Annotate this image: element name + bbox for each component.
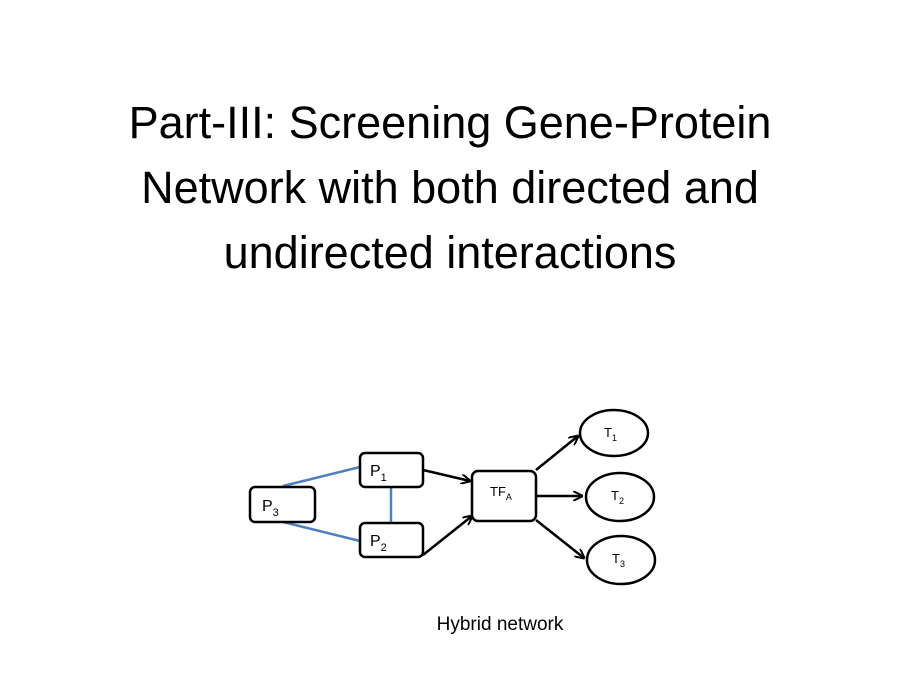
node-p1: P1 [358, 451, 425, 489]
svg-text:P3: P3 [262, 498, 279, 519]
node-p1-sub: 1 [381, 472, 387, 484]
svg-text:TFA: TFA [490, 484, 512, 502]
node-p2: P2 [358, 521, 425, 559]
node-p3-label: P [262, 498, 273, 515]
node-t2-sub: 2 [619, 496, 624, 506]
node-p3-sub: 3 [273, 507, 279, 519]
edge-tfa-t3 [535, 519, 584, 558]
edge-p2-tfa [422, 516, 472, 556]
node-t1: T1 [578, 408, 650, 458]
node-p1-label: P [370, 463, 381, 480]
diagram-caption: Hybrid network [436, 614, 564, 635]
svg-text:T3: T3 [612, 551, 625, 569]
svg-text:T2: T2 [611, 488, 624, 506]
title-line-3: undirected interactions [223, 227, 677, 278]
edge-p3-p2 [282, 520, 361, 543]
title-line-1: Part-III: Screening Gene-Protein [128, 97, 772, 148]
node-p2-label: P [370, 533, 381, 550]
svg-text:P1: P1 [370, 463, 387, 484]
node-t2: T2 [584, 471, 656, 523]
svg-text:T1: T1 [604, 425, 617, 443]
node-tfa-sub: A [506, 492, 512, 502]
edge-p3-p1 [282, 465, 361, 488]
edge-tfa-t1 [535, 436, 578, 471]
node-p2-sub: 2 [381, 542, 387, 554]
node-t3-sub: 3 [620, 559, 625, 569]
node-t1-label: T [604, 425, 612, 440]
slide-title: Part-III: Screening Gene-Protein Network… [40, 90, 860, 285]
svg-text:P2: P2 [370, 533, 387, 554]
edge-p1-tfa [422, 468, 470, 481]
node-t3-label: T [612, 551, 620, 566]
node-tfa: TFA [470, 469, 538, 523]
node-t1-sub: 1 [612, 433, 617, 443]
node-p3: P3 [248, 485, 317, 524]
title-line-2: Network with both directed and [141, 162, 759, 213]
node-t3: T3 [585, 534, 657, 586]
node-t2-label: T [611, 488, 619, 503]
node-tfa-label: TF [490, 484, 506, 499]
